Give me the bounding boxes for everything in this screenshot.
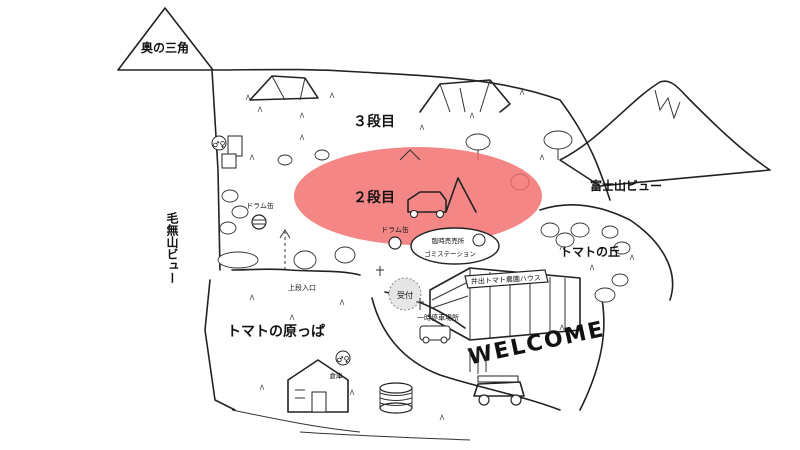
drum-can-left: ドラム缶 bbox=[246, 201, 274, 230]
label-oku-sankaku: 奥の三角 bbox=[141, 40, 189, 55]
label-joudan-iriguchi: 上段入口 bbox=[288, 283, 316, 292]
label-dan3: ３段目 bbox=[353, 113, 395, 130]
parking-label: 一時停車場所 bbox=[417, 313, 459, 322]
restroom-icon-lower: ♂♀ bbox=[335, 350, 351, 366]
highlight-zone-dan2[interactable] bbox=[294, 147, 542, 245]
faucet-icon bbox=[376, 266, 384, 276]
drum-can-center: ドラム缶 bbox=[381, 225, 409, 250]
tent-small-icon bbox=[399, 149, 421, 161]
faucet-icon-2 bbox=[416, 298, 424, 310]
greenhouse-building: 井出トマト農園ハウス bbox=[429, 267, 581, 341]
car-icon bbox=[473, 375, 525, 406]
warehouse-building: 倉庫 bbox=[287, 359, 349, 413]
grill-icon bbox=[251, 214, 267, 230]
svg-text:♂♀: ♂♀ bbox=[212, 140, 225, 149]
label-tomato-harappa: トマトの原っぱ bbox=[227, 323, 325, 340]
path-arrow-icon bbox=[279, 229, 291, 270]
terrain-outline bbox=[117, 7, 771, 441]
parking-area: 一時停車場所 bbox=[417, 313, 459, 344]
label-fuji-view: 富士山ビュー bbox=[590, 178, 662, 193]
grill-icon bbox=[388, 236, 402, 250]
trees bbox=[217, 130, 631, 303]
shop-label: 臨時売売所 bbox=[432, 236, 465, 245]
reception-label: 受付 bbox=[397, 290, 413, 300]
welcome-sign: WELCOME bbox=[466, 317, 607, 374]
shop-icon bbox=[472, 233, 486, 247]
shop-area: 臨時売売所 ゴミステーション bbox=[410, 227, 500, 265]
tent-icon bbox=[249, 75, 319, 101]
reception-area: 受付 bbox=[376, 266, 424, 311]
drum-can-center-label: ドラム缶 bbox=[381, 225, 409, 234]
label-dan2: ２段目 bbox=[353, 189, 395, 206]
warehouse-label: 倉庫 bbox=[330, 371, 344, 380]
tarp-icon bbox=[419, 79, 511, 113]
label-kenashi-view: 毛無山ビュー bbox=[165, 211, 179, 284]
restroom-icon: ♂♀ bbox=[211, 135, 243, 169]
barrel-icon bbox=[379, 382, 413, 414]
svg-text:♂♀: ♂♀ bbox=[336, 355, 349, 364]
gomi-station-label: ゴミステーション bbox=[424, 249, 476, 258]
label-tomato-oka: トマトの丘 bbox=[560, 244, 620, 259]
camp-car-icon bbox=[407, 177, 477, 218]
drum-can-left-label: ドラム缶 bbox=[246, 201, 274, 210]
greenhouse-label: 井出トマト農園ハウス bbox=[471, 273, 541, 286]
grass-tufts bbox=[245, 89, 635, 421]
welcome-text: WELCOME bbox=[466, 317, 607, 370]
